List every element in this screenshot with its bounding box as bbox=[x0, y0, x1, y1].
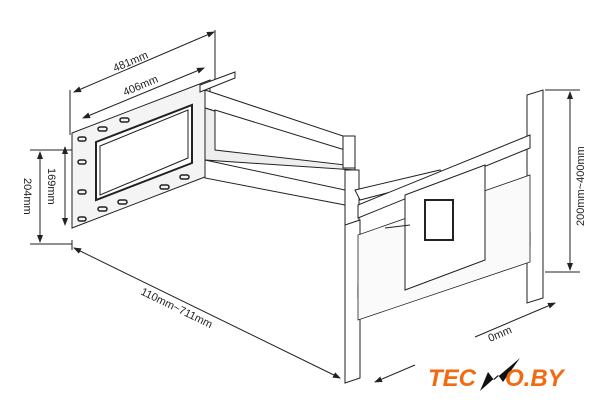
logo-text-left: TEC bbox=[428, 365, 477, 392]
inner-height-label: 169mm bbox=[45, 168, 57, 205]
logo-bolt-icon bbox=[480, 358, 520, 391]
vesa-vertical-label: 200mm~400mm bbox=[575, 146, 587, 226]
outer-width-label: 481mm bbox=[111, 49, 149, 74]
tecno-logo: TEC O.BY bbox=[420, 355, 608, 405]
logo-text-right: O.BY bbox=[505, 365, 566, 392]
arm bbox=[204, 89, 446, 231]
tv-plate bbox=[344, 89, 544, 384]
outer-height-label: 204mm bbox=[21, 178, 33, 215]
inner-width-label: 406mm bbox=[121, 73, 159, 98]
partial-dimension-label: 0mm bbox=[486, 324, 513, 345]
wall-plate bbox=[71, 79, 211, 229]
extension-label: 110mm~711mm bbox=[139, 286, 215, 331]
